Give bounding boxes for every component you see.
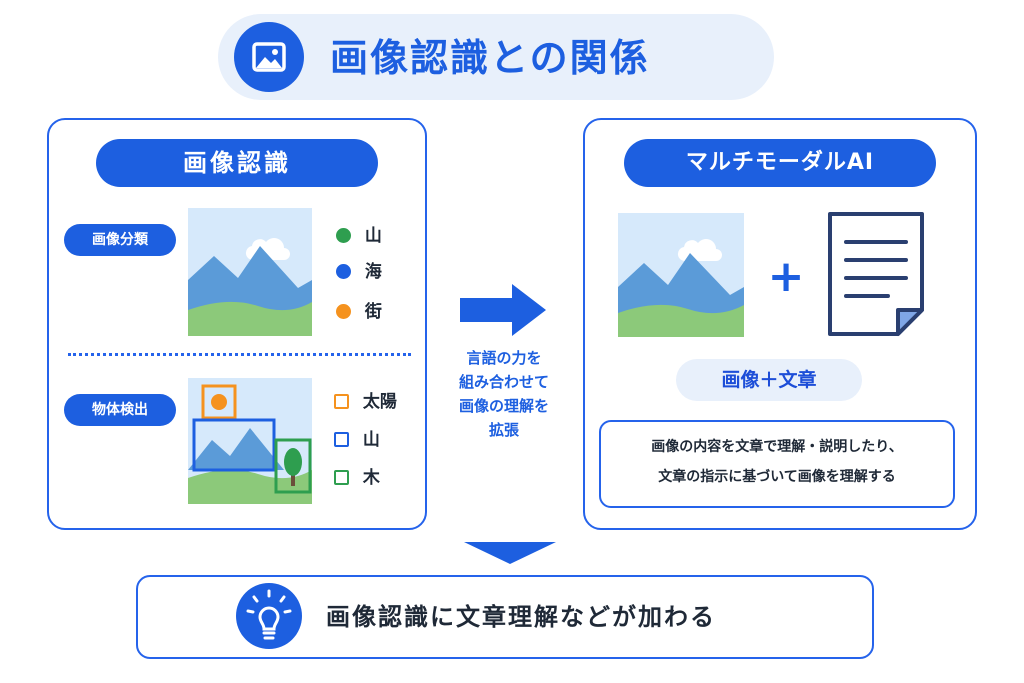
section-divider bbox=[68, 353, 411, 356]
legend-sun: 太陽 bbox=[334, 390, 397, 414]
lightbulb-icon bbox=[236, 583, 302, 649]
arrow-right-icon bbox=[458, 282, 548, 338]
legend-city: 街 bbox=[336, 300, 382, 324]
arrow-down-icon bbox=[462, 540, 558, 566]
page-title: 画像認識との関係 bbox=[330, 36, 650, 80]
image-plus-text-label: 画像＋文章 bbox=[676, 359, 862, 401]
legend-sea: 海 bbox=[336, 260, 382, 284]
image-recognition-header: 画像認識 bbox=[96, 139, 378, 187]
blue-dot-icon bbox=[336, 264, 351, 279]
object-detection-label: 物体検出 bbox=[64, 394, 176, 426]
multimodal-description: 画像の内容を文章で理解・説明したり、 文章の指示に基づいて画像を理解する bbox=[599, 420, 955, 508]
image-classification-label: 画像分類 bbox=[64, 224, 176, 256]
image-icon bbox=[234, 22, 304, 92]
document-icon bbox=[826, 210, 926, 338]
green-dot-icon bbox=[336, 228, 351, 243]
arrow-caption: 言語の力を 組み合わせて 画像の理解を 拡張 bbox=[458, 349, 549, 439]
title-pill bbox=[218, 14, 774, 100]
plus-icon: + bbox=[767, 251, 805, 302]
green-box-icon bbox=[334, 470, 349, 485]
legend-mountain: 山 bbox=[336, 224, 382, 248]
detection-image bbox=[188, 378, 312, 504]
orange-box-icon bbox=[334, 394, 349, 409]
conclusion-text: 画像認識に文章理解などが加わる bbox=[326, 603, 716, 631]
classification-image bbox=[188, 208, 312, 336]
multimodal-ai-header: マルチモーダルAI bbox=[624, 139, 936, 187]
legend-tree: 木 bbox=[334, 466, 380, 490]
blue-box-icon bbox=[334, 432, 349, 447]
legend-mountain-detect: 山 bbox=[334, 428, 380, 452]
orange-dot-icon bbox=[336, 304, 351, 319]
mountain-scene bbox=[618, 213, 744, 337]
